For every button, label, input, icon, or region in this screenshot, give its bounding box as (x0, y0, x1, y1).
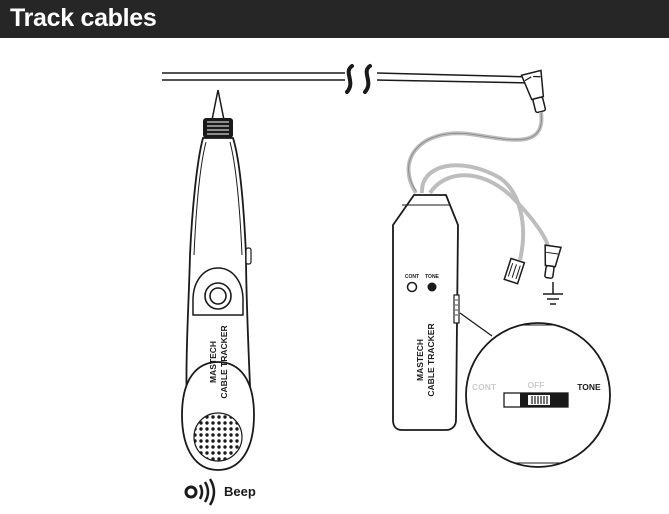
slide-switch (503, 392, 569, 408)
header-bar: Track cables (0, 0, 669, 38)
lower-clip-icon (544, 244, 562, 279)
speaker-grill (193, 412, 243, 462)
zoom-pointer-line (459, 312, 493, 337)
tracker-model-label: CABLE TRACKER (219, 325, 229, 398)
ground-symbol-icon (543, 282, 563, 305)
switch-cont-label: CONT (472, 382, 497, 392)
tone-generator (392, 194, 460, 431)
wire-break-icon (345, 64, 372, 94)
cable-tracker-probe (181, 89, 255, 471)
page-title: Track cables (10, 4, 157, 32)
tone-led-label: TONE (425, 274, 439, 280)
alligator-clip-icon (520, 69, 547, 114)
beep-label: Beep (224, 484, 256, 499)
rj-plug-icon (503, 257, 526, 285)
mode-switch-side (453, 294, 460, 324)
generator-model-label: CABLE TRACKER (426, 323, 436, 396)
cable-under-test (162, 72, 533, 84)
cont-led-label: CONT (405, 274, 419, 280)
switch-zoom-callout: CONT OFF TONE (465, 322, 611, 468)
lead-wires (406, 111, 550, 261)
switch-off-label: OFF (528, 380, 545, 390)
generator-brand-label: MASTECH (415, 339, 425, 381)
tone-led (427, 282, 437, 292)
tracker-brand-label: MASTECH (208, 341, 218, 383)
speaker-waves-icon (184, 478, 216, 506)
switch-tone-label: TONE (577, 382, 601, 392)
cont-led (406, 281, 418, 293)
